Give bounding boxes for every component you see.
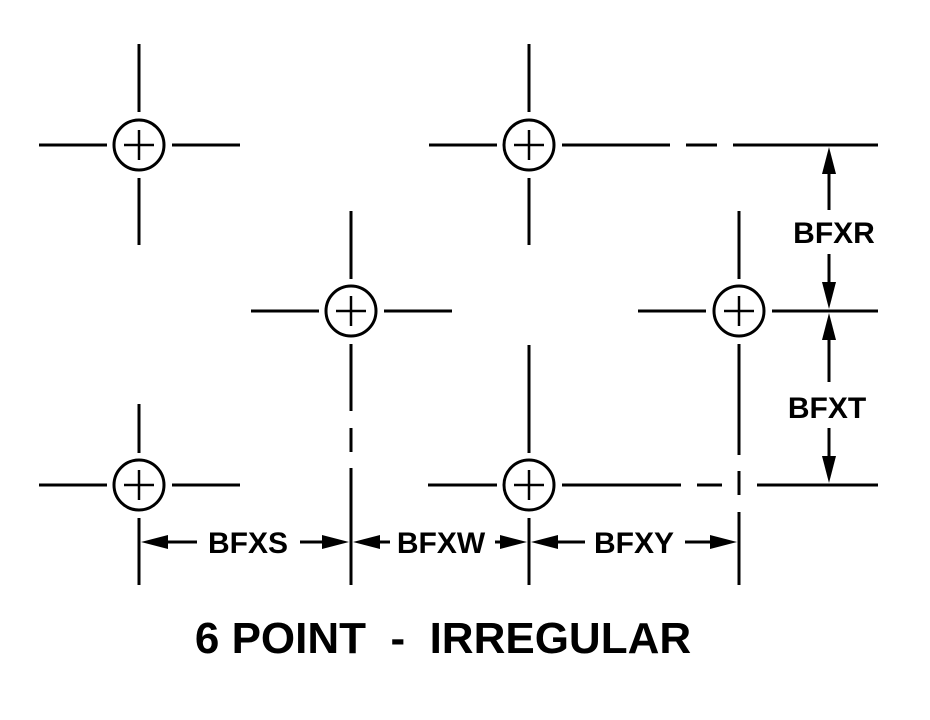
arrow-left-icon (353, 535, 380, 549)
hole-top-left (39, 44, 240, 245)
arrow-right-icon (322, 535, 349, 549)
arrow-right-icon (710, 535, 737, 549)
arrow-left-icon (531, 535, 558, 549)
dimension-label-bfxs: BFXS (208, 527, 288, 560)
dimension-bfxr: BFXR (793, 147, 875, 309)
dimension-label-bfxy: BFXY (594, 527, 674, 560)
dimension-bfxy: BFXY (531, 527, 737, 560)
dimension-label-bfxt: BFXT (788, 392, 866, 425)
dimension-bfxt: BFXT (788, 313, 866, 483)
arrow-up-icon (822, 313, 836, 340)
hole-top-middle (429, 44, 878, 245)
dimension-bfxw: BFXW (353, 527, 527, 560)
diagram-title: 6 POINT - IRREGULAR (195, 614, 691, 663)
arrow-left-icon (141, 535, 168, 549)
arrow-up-icon (822, 147, 836, 174)
arrow-down-icon (822, 456, 836, 483)
hole-bottom-left (39, 404, 240, 585)
arrow-down-icon (822, 282, 836, 309)
arrow-right-icon (500, 535, 527, 549)
dimension-label-bfxr: BFXR (793, 217, 875, 250)
hole-bottom-middle (428, 345, 878, 585)
hole-middle-left (251, 211, 452, 585)
dimension-bfxs: BFXS (141, 527, 349, 560)
hole-middle-right (638, 211, 878, 585)
dimension-label-bfxw: BFXW (397, 527, 486, 560)
